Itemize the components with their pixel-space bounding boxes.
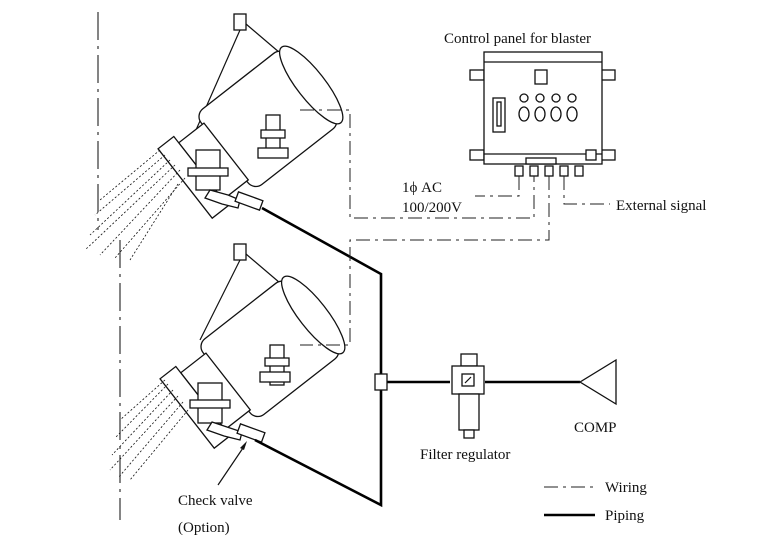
blaster-lower (109, 243, 346, 481)
power-label-line1: 1ϕ AC (402, 180, 442, 196)
control-panel-label: Control panel for blaster (444, 31, 591, 47)
spray-upper (84, 149, 186, 261)
filter-regulator (451, 353, 485, 439)
wiring-lines (300, 109, 610, 346)
control-panel (469, 51, 616, 177)
power-label-line2: 100/200V (402, 200, 462, 216)
option-label: (Option) (178, 520, 230, 536)
legend-piping-label: Piping (605, 508, 645, 524)
check-valve-label: Check valve (178, 493, 253, 509)
wall (97, 12, 121, 520)
comp-label: COMP (574, 420, 617, 436)
compressor-symbol (578, 358, 617, 406)
legend: Wiring Piping (544, 480, 647, 524)
legend-wiring-label: Wiring (605, 480, 647, 496)
check-valve-pointer (217, 444, 246, 486)
external-signal-label: External signal (616, 198, 706, 214)
blaster-upper (84, 13, 344, 261)
cable-glands (514, 165, 584, 177)
spray-lower (109, 379, 189, 481)
filter-regulator-label: Filter regulator (420, 447, 510, 463)
panel-lamps (518, 93, 578, 122)
check-valve-arrowhead (240, 441, 247, 450)
tee-fitting (374, 373, 388, 391)
